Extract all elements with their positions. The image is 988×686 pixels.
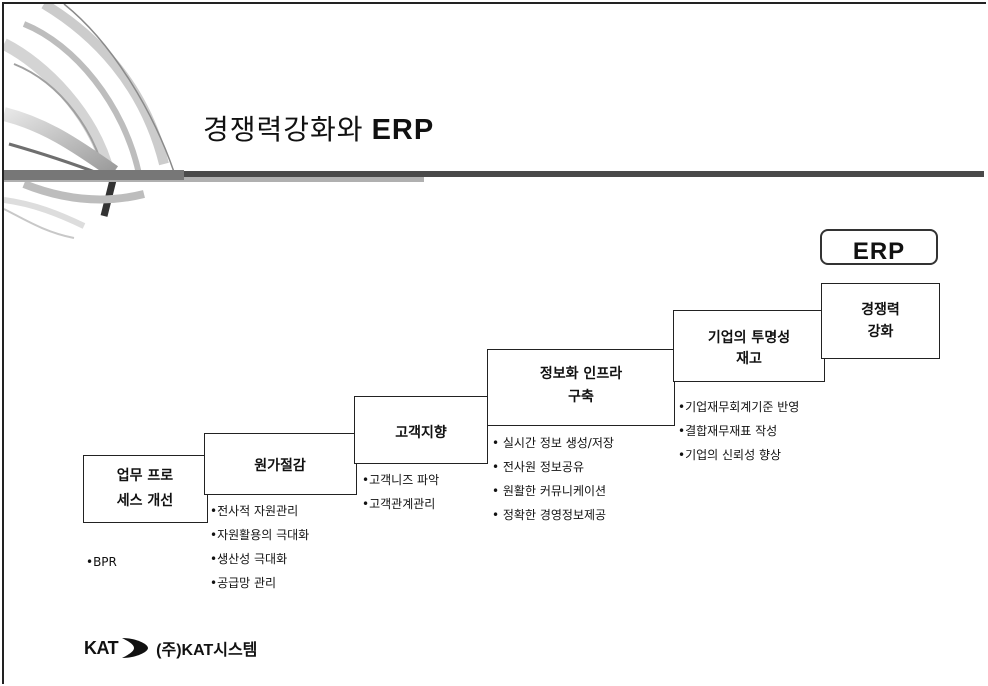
logo-company-name: (주)KAT시스템 <box>156 642 258 659</box>
step-box-5 <box>673 310 825 382</box>
step-3-bullet: •고객관계관리 <box>362 497 436 511</box>
step-label-3: 고객지향 <box>356 423 486 444</box>
step-label-6: 경쟁력 강화 <box>823 300 938 343</box>
step-4-bullet: • 원활한 커뮤니케이션 <box>492 484 607 498</box>
step-5-bullets: •기업재무회계기준 반영 •결합재무재표 작성 •기업의 신뢰성 향상 <box>678 395 799 467</box>
company-logo: KAT (주)KAT시스템 <box>84 636 257 660</box>
step-label-5-line-2: 재고 <box>736 351 762 367</box>
step-2-bullet: •공급망 관리 <box>210 576 277 590</box>
step-3-bullet: •고객니즈 파악 <box>362 473 440 487</box>
step-box-3 <box>354 396 488 464</box>
step-1-bullet: •BPR <box>86 555 117 569</box>
step-5-bullet: •결합재무재표 작성 <box>678 424 778 438</box>
step-label-2: 원가절감 <box>206 456 354 477</box>
step-box-1 <box>83 455 208 523</box>
step-2-bullets: •전사적 자원관리 •자원활용의 극대화 •생산성 극대화 •공급망 관리 <box>210 499 309 595</box>
step-2-bullet: •자원활용의 극대화 <box>210 528 310 542</box>
step-5-bullet: •기업재무회계기준 반영 <box>678 400 800 414</box>
step-label-6-line-1: 경쟁력 <box>861 302 900 318</box>
step-label-6-line-2: 강화 <box>867 324 894 340</box>
step-label-4: 정보화 인프라 구축 <box>489 364 673 408</box>
step-4-bullets: • 실시간 정보 생성/저장 • 전사원 정보공유 • 원활한 커뮤니케이션 •… <box>492 431 614 527</box>
slide-title-main: 경쟁력강화와 <box>203 113 364 146</box>
step-label-1-line-1: 업무 프로 <box>116 468 174 484</box>
step-box-6 <box>821 283 940 359</box>
step-label-5-line-1: 기업의 투명성 <box>707 330 791 346</box>
step-label-5: 기업의 투명성 재고 <box>675 328 823 370</box>
erp-tag: ERP <box>820 229 938 265</box>
step-box-2 <box>204 433 357 495</box>
step-3-bullets: •고객니즈 파악 •고객관계관리 <box>362 468 439 516</box>
step-box-4 <box>487 349 675 426</box>
step-4-bullet: • 정확한 경영정보제공 <box>492 508 607 522</box>
step-2-bullet: •전사적 자원관리 <box>210 504 299 518</box>
logo-mark: KAT <box>84 637 119 658</box>
step-label-2-line-1: 원가절감 <box>254 458 306 474</box>
title-divider-bar <box>4 170 984 182</box>
slide-title-accent: ERP <box>371 114 435 146</box>
step-4-bullet: • 전사원 정보공유 <box>492 460 584 474</box>
step-label-3-line-1: 고객지향 <box>395 425 447 441</box>
step-1-bullets: •BPR <box>86 550 117 574</box>
step-label-1: 업무 프로 세스 개선 <box>85 466 205 512</box>
corner-decoration-graphic <box>4 4 175 239</box>
step-label-1-line-2: 세스 개선 <box>116 493 174 509</box>
step-2-bullet: •생산성 극대화 <box>210 552 288 566</box>
step-label-4-line-2: 구축 <box>568 389 594 405</box>
step-5-bullet: •기업의 신뢰성 향상 <box>678 448 782 462</box>
logo-arrow-icon <box>122 638 149 658</box>
step-label-4-line-1: 정보화 인프라 <box>539 366 623 382</box>
step-4-bullet: • 실시간 정보 생성/저장 <box>492 436 614 450</box>
